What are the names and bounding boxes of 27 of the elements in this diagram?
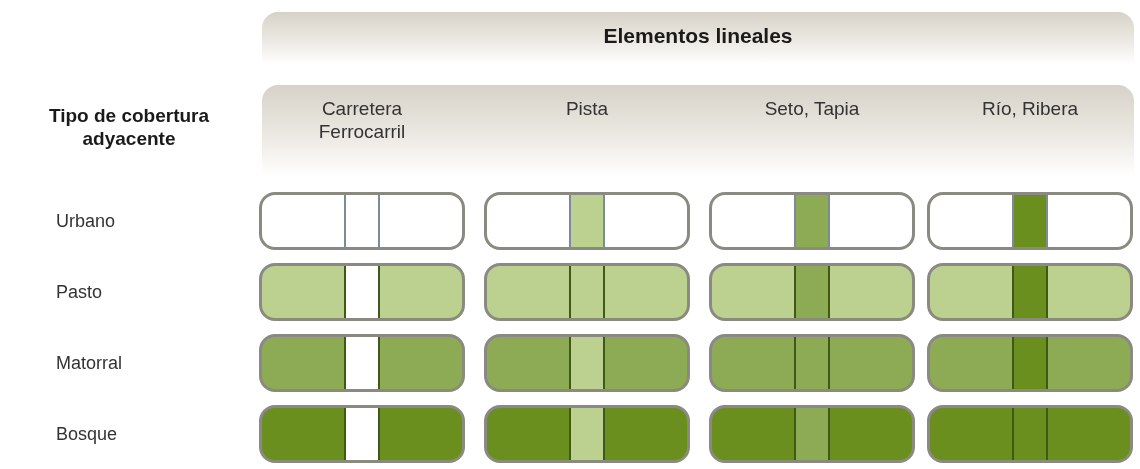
row-label: Matorral (56, 352, 122, 374)
column-header: Carretera Ferrocarril (317, 97, 407, 143)
land-cover-bar (259, 405, 465, 463)
land-cover-bar (484, 192, 690, 250)
land-cover-bar (927, 192, 1133, 250)
column-header: Pista (564, 97, 610, 120)
row-label: Urbano (56, 210, 116, 232)
land-cover-bar (927, 263, 1133, 321)
land-cover-bar (259, 192, 465, 250)
land-cover-bar (709, 405, 915, 463)
header-band (262, 12, 1134, 64)
header-title: Elementos lineales (602, 24, 794, 48)
land-cover-bar (484, 263, 690, 321)
row-label: Pasto (56, 281, 103, 303)
row-axis-title: Tipo de cobertura adyacente (47, 104, 211, 150)
row-label: Bosque (56, 423, 118, 445)
land-cover-bar (484, 334, 690, 392)
land-cover-bar (484, 405, 690, 463)
land-cover-bar (709, 334, 915, 392)
land-cover-bar (709, 192, 915, 250)
land-cover-bar (259, 263, 465, 321)
land-cover-bar (927, 405, 1133, 463)
land-cover-bar (927, 334, 1133, 392)
column-header: Seto, Tapia (763, 97, 861, 120)
column-header: Río, Ribera (980, 97, 1080, 120)
land-cover-bar (259, 334, 465, 392)
land-cover-bar (709, 263, 915, 321)
